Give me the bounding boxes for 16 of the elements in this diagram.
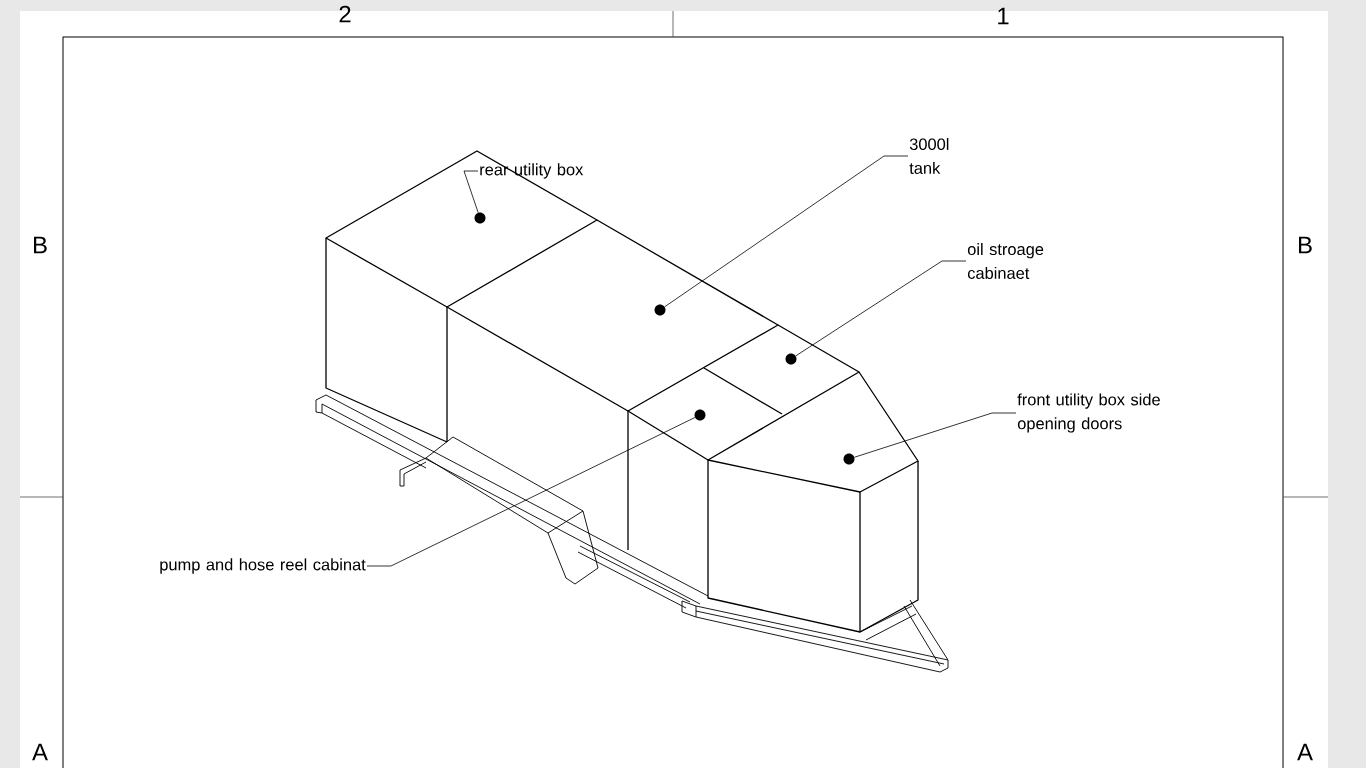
callout-label: pump and hose reel cabinat (160, 558, 366, 574)
callout-label: front utility box side opening doors (1017, 393, 1160, 433)
zone-marker: 2 (339, 5, 351, 23)
zone-marker: A (1297, 743, 1313, 761)
leader-line (854, 412, 1017, 458)
callout-label: oil stroage cabinaet (967, 243, 1044, 279)
leader-line (463, 170, 479, 213)
callout-label: rear utility box (480, 163, 584, 179)
zone-marker: B (1299, 236, 1312, 254)
zone-marker: 1 (998, 7, 1009, 25)
leader-line (795, 260, 967, 357)
zone-marker: A (32, 743, 48, 761)
zone-marker: B (34, 236, 47, 254)
leader-line (366, 417, 696, 567)
leader-line (664, 155, 909, 308)
callout-label: 3000l tank (909, 138, 949, 174)
